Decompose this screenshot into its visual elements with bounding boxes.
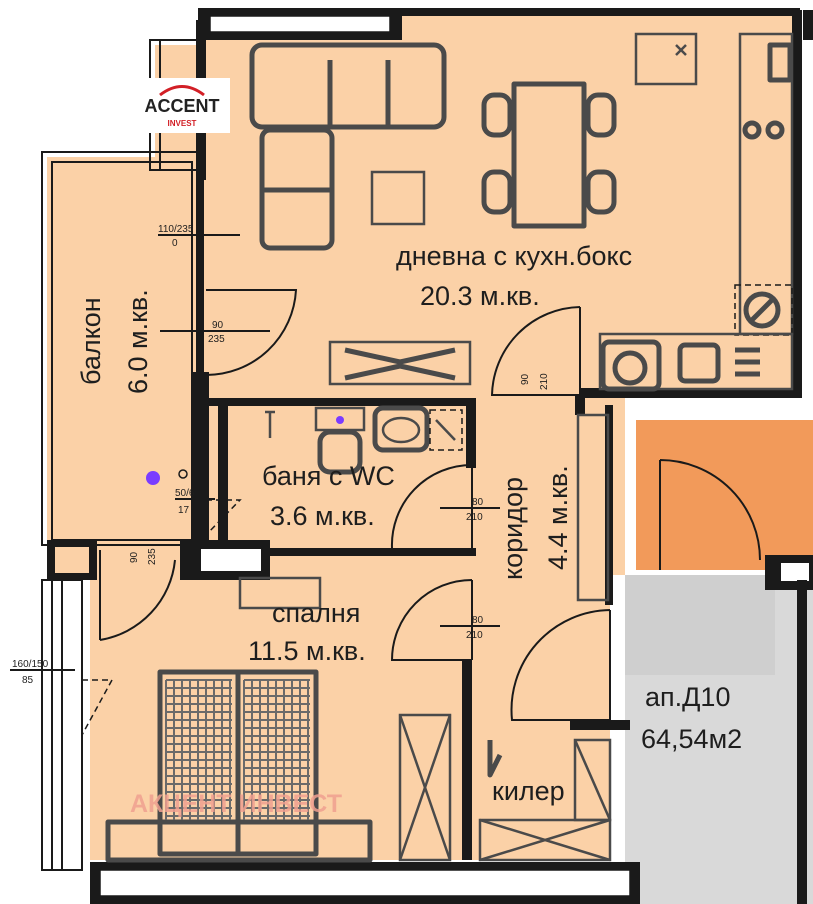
right-wall (792, 10, 802, 395)
bathroom-area: 3.6 м.кв. (270, 501, 375, 531)
sofa (249, 42, 447, 251)
neighbour-vertical-wall (797, 580, 807, 904)
bath-top-wall (206, 398, 476, 406)
logo-sub: INVEST (168, 119, 197, 128)
living-balcony-door (205, 289, 298, 377)
bath-left-wall (218, 400, 228, 540)
bath-window-dim-a: 50/6 (175, 488, 195, 499)
bottom-white-area (0, 860, 90, 904)
corridor-arrow (487, 740, 503, 778)
balcony-name: балкон (76, 297, 106, 385)
logo: ACCENT INVEST (135, 78, 230, 133)
corridor-right-wall (575, 395, 585, 415)
closet-top-wall (570, 720, 630, 730)
bath-door-dim-a: 80 (472, 497, 484, 508)
closet-name: килер (492, 776, 565, 806)
bath-window-dim-b: 17 (178, 505, 190, 516)
neighbour-door (659, 459, 761, 570)
apartment-floor (47, 10, 800, 860)
balcony-area: 6.0 м.кв. (123, 289, 153, 394)
floor-fills (0, 10, 813, 904)
bath-window-diag (205, 499, 242, 536)
bedroom-lamp (238, 576, 322, 610)
bathroom-name: баня с WC (262, 461, 395, 491)
top-wall-right (400, 8, 800, 16)
balcony-door-dim-b: 0 (172, 238, 178, 249)
living-room-area: 20.3 м.кв. (420, 281, 540, 311)
balcony-door-dim-a: 110/235 (158, 224, 194, 235)
furniture (105, 32, 794, 863)
bedroom-window (81, 679, 114, 736)
bedroom-left-wall-inner (55, 547, 89, 573)
corridor-door-dim-a: 90 (520, 373, 531, 385)
corridor-area: 4.4 м.кв. (543, 465, 573, 570)
kitchen-counter (598, 32, 794, 392)
wall-hatching (99, 15, 631, 897)
dining-table (481, 81, 617, 229)
tv-unit (328, 340, 472, 386)
balcony-inner-outline (51, 161, 193, 541)
dimension-labels: 110/235 0 90 235 90 210 50/6 17 80 210 9… (10, 224, 550, 686)
apartment-area: 64,54м2 (641, 724, 742, 754)
stair-orange-area (636, 420, 813, 570)
living-door-dim-b: 235 (208, 334, 225, 345)
bedroom-right-wall (462, 660, 472, 860)
bath-vent-icon (336, 416, 344, 424)
bedroom-door-dim-a: 80 (472, 615, 484, 626)
bedroom-door (390, 579, 473, 661)
bedroom-balcony-dim-a: 90 (129, 551, 140, 563)
bath-bottom-wall (206, 548, 476, 556)
kitchen-bottom-wall (580, 388, 802, 398)
doors (81, 289, 761, 736)
gas-meter-icon (146, 469, 188, 485)
neighbour-wall-right-inner (779, 561, 811, 583)
double-bed (105, 669, 373, 863)
bedroom-balcony-door (99, 550, 176, 641)
bedroom-window-dim-a: 160/150 (12, 659, 49, 670)
bedroom-area: 11.5 м.кв. (248, 636, 366, 666)
bedroom-window-dim-b: 85 (22, 675, 34, 686)
bathroom-fixtures (265, 405, 463, 475)
wardrobe-bedroom (398, 713, 452, 862)
bath-door-dim-b: 210 (466, 512, 483, 523)
logo-brand: ACCENT (145, 96, 220, 116)
bed-hatching (165, 679, 310, 820)
top-wall-hatch (209, 15, 391, 33)
living-door-dim-a: 90 (212, 320, 224, 331)
corridor-name: коридор (498, 477, 528, 580)
neighbour-floor-strip (625, 575, 775, 675)
balcony-outline (41, 151, 201, 546)
bedroom-name: спалня (272, 598, 360, 628)
watermark-text: АКЦЕНТ ИНВЕСТ (130, 790, 342, 818)
logo-swoosh (159, 85, 205, 97)
bath-door (390, 464, 473, 549)
closet-door (510, 609, 611, 721)
apartment-name: ап.Д10 (645, 682, 730, 712)
top-right-wall-bit (803, 10, 813, 40)
corridor-shoe-cabinet (576, 413, 610, 602)
bedroom-balcony-wall-inner (199, 547, 263, 573)
living-room-name: дневна с кухн.бокс (396, 241, 632, 271)
corridor-door-dim-b: 210 (539, 373, 550, 390)
corridor-door (490, 306, 581, 396)
coffee-table (370, 170, 426, 226)
bedroom-door-dim-b: 210 (466, 630, 483, 641)
bedroom-balcony-dim-b: 235 (147, 548, 158, 565)
bottom-wall-hatch (99, 869, 631, 897)
closet-shelves (478, 738, 612, 862)
bath-right-wall (466, 398, 476, 468)
